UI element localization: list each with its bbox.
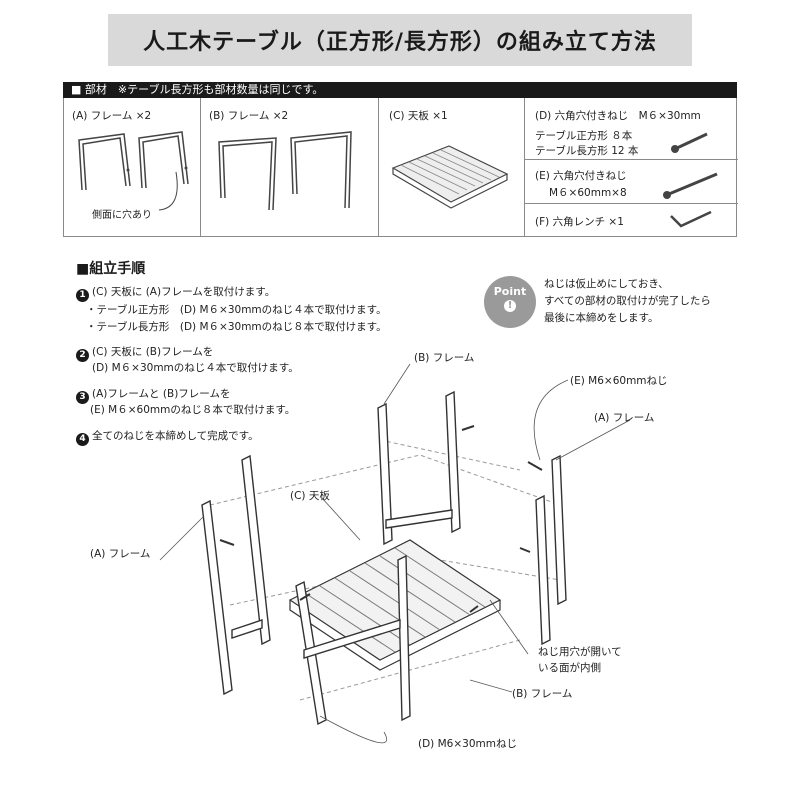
step-2-text: (C) 天板に (B)フレームを — [92, 346, 214, 358]
part-f-row: (F) 六角レンチ ×1 — [525, 204, 738, 236]
step-2: 2(C) 天板に (B)フレームを — [76, 344, 213, 362]
step-4-text: 全てのねじを本締めして完成です。 — [92, 430, 259, 442]
callout-a-frame-right: (A) フレーム — [594, 412, 655, 424]
part-c-cell: (C) 天板 ×1 — [379, 98, 525, 236]
callout-b-frame-top: (B) フレーム — [414, 352, 475, 364]
part-a-cell: (A) フレーム ×2 側面に穴あり — [64, 98, 201, 236]
part-a-label: (A) フレーム ×2 — [72, 110, 152, 122]
part-c-label: (C) 天板 ×1 — [389, 110, 448, 122]
part-def-cell: (D) 六角穴付きねじ M６×30mm テーブル正方形 ８本 テーブル長方形 1… — [525, 98, 738, 236]
callout-tabletop: (C) 天板 — [290, 490, 330, 502]
step-3: 3(A)フレームと (B)フレームを — [76, 386, 230, 404]
part-d-label: (D) 六角穴付きねじ M６×30mm — [535, 110, 701, 122]
step-2-detail: (D) M６×30mmのねじ４本で取付けます。 — [92, 362, 299, 374]
step-1-text: (C) 天板に (A)フレームを取付けます。 — [92, 286, 276, 298]
parts-table: (A) フレーム ×2 側面に穴あり (B) フレーム ×2 (C) 天板 ×1 — [63, 98, 738, 237]
point-label: Point — [493, 285, 527, 298]
callout-e-screw: (E) M6×60mmねじ — [570, 375, 668, 387]
parts-header: ■ 部材 ※テーブル長方形も部材数量は同じです。 — [63, 82, 737, 98]
part-b-label: (B) フレーム ×2 — [209, 110, 289, 122]
part-d-rect: テーブル長方形 12 本 — [535, 145, 639, 157]
callout-a-frame-left: (A) フレーム — [90, 548, 151, 560]
part-e-label: (E) 六角穴付きねじ — [535, 170, 627, 182]
part-e-size: M６×60mm×8 — [549, 187, 627, 199]
frame-a-illustration — [78, 131, 189, 211]
part-a-note: 側面に穴あり — [92, 210, 152, 221]
part-e-row: (E) 六角穴付きねじ M６×60mm×8 — [525, 160, 738, 204]
procedure-heading: ■組立手順 — [76, 261, 146, 277]
part-f-label: (F) 六角レンチ ×1 — [535, 216, 624, 228]
step-3-text: (A)フレームと (B)フレームを — [92, 388, 231, 400]
point-badge: Point ! — [484, 276, 536, 328]
point-note-line-2: すべての部材の取付けが完了したら — [544, 295, 711, 307]
point-note-line-3: 最後に本締めをします。 — [544, 312, 659, 324]
point-note: ねじは仮止めにしておき、 すべての部材の取付けが完了したら 最後に本締めをします… — [544, 276, 711, 327]
step-1-number: 1 — [76, 289, 89, 302]
callout-hole-line-2: いる面が内側 — [538, 662, 601, 674]
page-title: 人工木テーブル（正方形/長方形）の組み立て方法 — [108, 14, 692, 66]
exclamation-icon: ! — [504, 300, 516, 312]
part-d-square: テーブル正方形 ８本 — [535, 130, 633, 142]
callout-hole-line-1: ねじ用穴が開いて — [538, 646, 622, 658]
step-2-number: 2 — [76, 349, 89, 362]
step-3-number: 3 — [76, 391, 89, 404]
screw-d-icon — [671, 132, 708, 153]
point-note-line-1: ねじは仮止めにしておき、 — [544, 278, 669, 290]
callout-b-frame-bottom: (B) フレーム — [512, 688, 573, 700]
step-1-square: ・テーブル正方形 (D) M６×30mmのねじ４本で取付けます。 — [86, 304, 387, 316]
step-1: 1(C) 天板に (A)フレームを取付けます。 — [76, 284, 275, 302]
screw-e-icon — [663, 172, 718, 199]
tabletop-illustration — [391, 145, 509, 209]
step-3-detail: (E) M６×60mmのねじ８本で取付けます。 — [90, 404, 296, 416]
hex-wrench-icon — [670, 210, 712, 228]
part-b-cell: (B) フレーム ×2 — [201, 98, 379, 236]
frame-b-illustration — [218, 131, 352, 211]
callout-d-screw: (D) M6×30mmねじ — [418, 738, 517, 750]
step-4-number: 4 — [76, 433, 89, 446]
part-d-row: (D) 六角穴付きねじ M６×30mm テーブル正方形 ８本 テーブル長方形 1… — [525, 98, 738, 160]
step-1-rect: ・テーブル長方形 (D) M６×30mmのねじ８本で取付けます。 — [86, 321, 387, 333]
